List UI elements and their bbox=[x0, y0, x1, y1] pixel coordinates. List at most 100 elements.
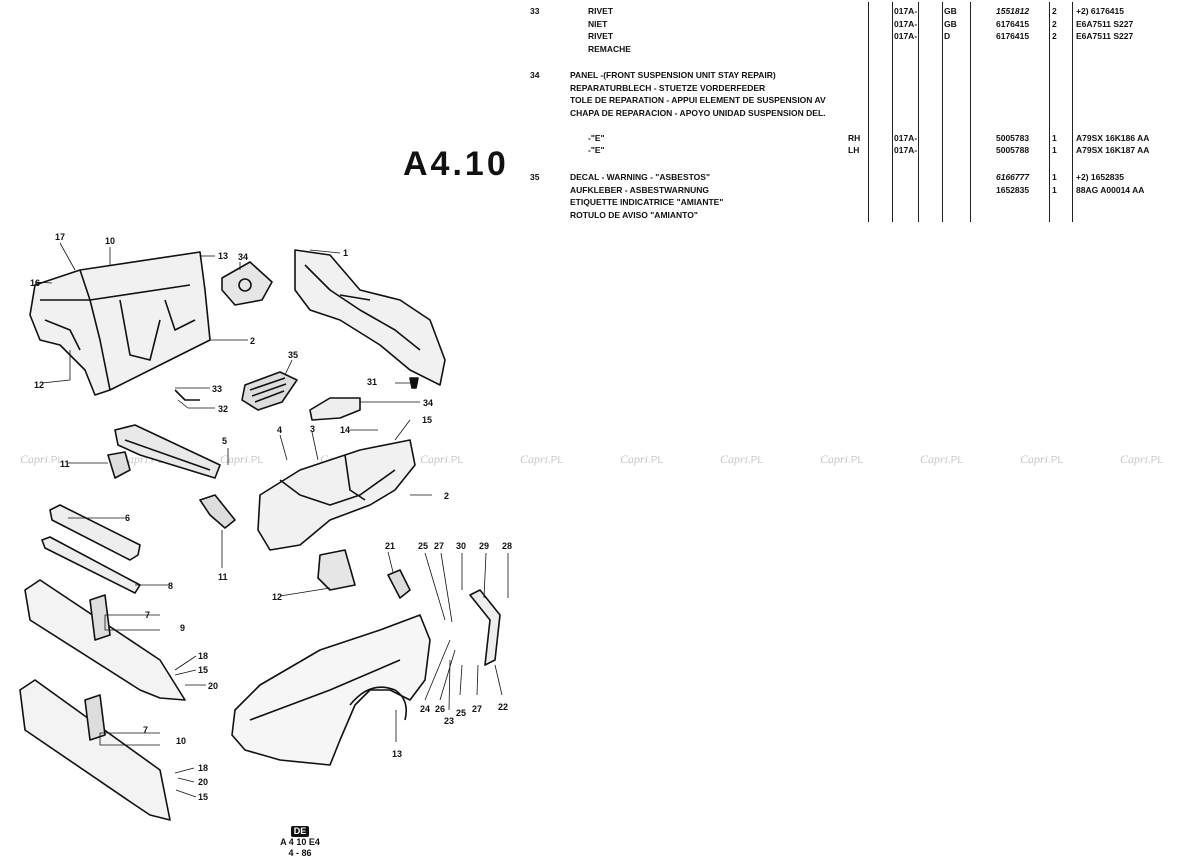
language-badge: DE bbox=[290, 826, 310, 837]
part-qty: 1 bbox=[1052, 145, 1057, 155]
watermark: Capri.PL bbox=[820, 452, 864, 466]
part-note: E6A7511 S227 bbox=[1076, 31, 1134, 41]
column-rule bbox=[1072, 2, 1073, 222]
column-rule bbox=[868, 2, 869, 222]
callout-number: 12 bbox=[272, 592, 282, 602]
callout-number: 20 bbox=[198, 777, 208, 787]
callout-number: 15 bbox=[198, 792, 208, 802]
callout-number: 17 bbox=[55, 232, 65, 242]
part-note: A79SX 16K187 AA bbox=[1076, 145, 1150, 155]
callout-number: 5 bbox=[222, 436, 227, 446]
part-number: 6176415 bbox=[996, 31, 1030, 41]
callout-number: 9 bbox=[180, 623, 185, 633]
callout-number: 15 bbox=[422, 415, 432, 425]
part-number: 1551812 bbox=[996, 6, 1030, 16]
part-qty: 1 bbox=[1052, 172, 1057, 182]
part-qty: 1 bbox=[1052, 132, 1057, 143]
watermark: Capri.PL bbox=[620, 452, 664, 466]
callout-number: 34 bbox=[238, 252, 248, 262]
part-ref-number: 35 bbox=[530, 172, 540, 182]
watermark: Capri.PL bbox=[1020, 452, 1064, 466]
callout-number: 2 bbox=[250, 336, 255, 346]
part-qty: 2 bbox=[1052, 18, 1057, 29]
callout-number: 3 bbox=[310, 424, 315, 434]
part-country: GB bbox=[944, 6, 957, 16]
column-rule bbox=[942, 2, 943, 222]
part-description: AUFKLEBER - ASBESTWARNUNG bbox=[570, 184, 709, 195]
callout-number: 27 bbox=[472, 704, 482, 714]
page-code: A4.10 bbox=[403, 145, 509, 183]
callout-number: 18 bbox=[198, 763, 208, 773]
part-date: 017A- bbox=[894, 18, 918, 29]
part-description: ETIQUETTE INDICATRICE "AMIANTE" bbox=[570, 197, 724, 207]
callout-number: 11 bbox=[218, 572, 228, 582]
callout-number: 16 bbox=[30, 278, 40, 288]
part-description: -"E" bbox=[588, 132, 605, 143]
page-footer: DE A 4 10 E4 4 - 86 bbox=[260, 826, 340, 859]
callout-number: 32 bbox=[218, 404, 228, 414]
part-description: RIVET bbox=[588, 6, 614, 16]
part-description: ROTULO DE AVISO "AMIANTO" bbox=[570, 209, 698, 220]
part-qty: 1 bbox=[1052, 184, 1057, 195]
part-note: A79SX 16K186 AA bbox=[1076, 132, 1150, 143]
part-description: DECAL - WARNING - "ASBESTOS" bbox=[570, 172, 710, 182]
part-side: LH bbox=[848, 145, 860, 155]
callout-number: 28 bbox=[502, 541, 512, 551]
watermark: Capri.PL bbox=[1120, 452, 1164, 466]
watermark: Capri.PL bbox=[920, 452, 964, 466]
callout-number: 35 bbox=[288, 350, 298, 360]
callout-number: 23 bbox=[444, 716, 454, 726]
footer-code: A 4 10 E4 bbox=[280, 837, 320, 847]
watermark: Capri.PL bbox=[520, 452, 564, 466]
callout-number: 7 bbox=[143, 725, 148, 735]
part-date: 017A- bbox=[894, 145, 918, 155]
callout-number: 2 bbox=[444, 491, 449, 501]
part-description: TOLE DE REPARATION - APPUI ELEMENT DE SU… bbox=[570, 95, 826, 105]
callout-number: 18 bbox=[198, 651, 208, 661]
watermark: Capri.PL bbox=[220, 452, 264, 466]
callout-number: 22 bbox=[498, 702, 508, 712]
part-number: 6176415 bbox=[996, 18, 1030, 29]
callout-number: 13 bbox=[218, 251, 228, 261]
callout-number: 29 bbox=[479, 541, 489, 551]
callout-number: 12 bbox=[34, 380, 44, 390]
callout-number: 26 bbox=[435, 704, 445, 714]
column-rule bbox=[892, 2, 893, 222]
column-rule bbox=[918, 2, 919, 222]
watermark: Capri.PL bbox=[420, 452, 464, 466]
callout-number: 11 bbox=[60, 459, 70, 469]
part-date: 017A- bbox=[894, 31, 918, 41]
callout-number: 13 bbox=[392, 749, 402, 759]
callout-number: 15 bbox=[198, 665, 208, 675]
part-description: RIVET bbox=[588, 31, 614, 41]
part-description: CHAPA DE REPARACION - APOYO UNIDAD SUSPE… bbox=[570, 107, 826, 118]
callout-number: 6 bbox=[125, 513, 130, 523]
part-country: GB bbox=[944, 18, 957, 29]
part-qty: 2 bbox=[1052, 31, 1057, 41]
part-number: 6166777 bbox=[996, 172, 1030, 182]
part-description: REPARATURBLECH - STUETZE VORDERFEDER bbox=[570, 82, 766, 93]
part-note: +2) 6176415 bbox=[1076, 6, 1124, 16]
part-description: PANEL -(FRONT SUSPENSION UNIT STAY REPAI… bbox=[570, 70, 776, 80]
watermark: Capri.PL bbox=[20, 452, 64, 466]
callout-number: 10 bbox=[105, 236, 115, 246]
callout-number: 27 bbox=[434, 541, 444, 551]
callout-number: 7 bbox=[145, 610, 150, 620]
callout-number: 24 bbox=[420, 704, 430, 714]
callout-number: 8 bbox=[168, 581, 173, 591]
part-description: NIET bbox=[588, 18, 608, 29]
part-number: 5005788 bbox=[996, 145, 1030, 155]
callout-number: 4 bbox=[277, 425, 282, 435]
column-rule bbox=[1049, 2, 1050, 222]
part-description: REMACHE bbox=[588, 43, 631, 54]
callout-number: 31 bbox=[367, 377, 377, 387]
part-date: 017A- bbox=[894, 132, 918, 143]
callout-number: 33 bbox=[212, 384, 222, 394]
footer-date: 4 - 86 bbox=[288, 848, 312, 858]
part-qty: 2 bbox=[1052, 6, 1057, 16]
callout-number: 20 bbox=[208, 681, 218, 691]
part-number: 1652835 bbox=[996, 184, 1030, 195]
part-description: -"E" bbox=[588, 145, 605, 155]
